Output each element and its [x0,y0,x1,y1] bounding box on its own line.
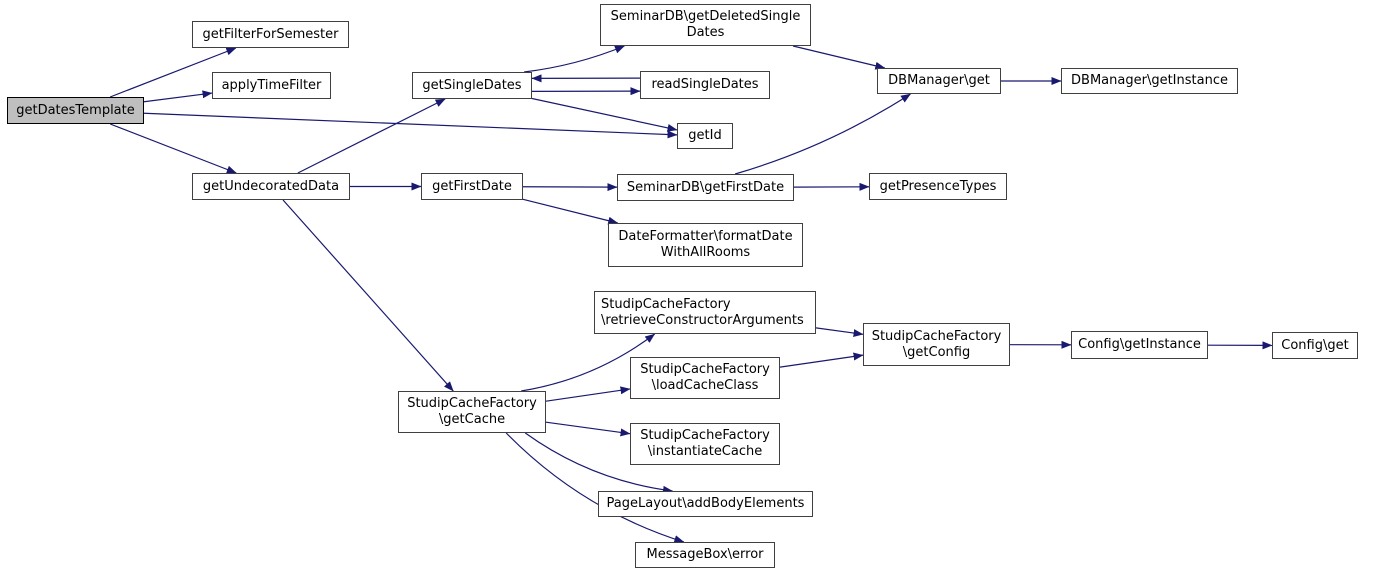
node-getId[interactable]: getId [677,123,733,149]
node-label: \getCache [438,412,506,427]
edge-studipcachefactory-getCache-to-studipcachefactory-loadCacheClass [545,386,631,402]
node-getUndecoratedData[interactable]: getUndecoratedData [192,173,350,200]
node-dbmanager-get[interactable]: DBManager\get [877,68,1001,94]
node-label: \retrieveConstructorArguments [601,312,804,328]
edge-studipcachefactory-getCache-to-studipcachefactory-retrieveConstructorArguments [521,333,656,392]
edge-seminardb-getFirstDate-to-dbmanager-get [734,93,911,175]
edge-studipcachefactory-retrieveConstructorArguments-to-studipcachefactory-getConfig [815,327,864,338]
edge-getUndecoratedData-to-studipcachefactory-getCache [282,199,454,392]
node-label: getUndecoratedData [202,178,340,194]
node-studipcachefactory-retrieveConstructorArguments[interactable]: StudipCacheFactory\retrieveConstructorAr… [594,291,816,334]
edge-getDatesTemplate-to-getUndecoratedData [110,123,237,174]
node-label: getFilterForSemester [202,26,339,42]
node-getFilterForSemester[interactable]: getFilterForSemester [192,21,349,48]
node-label: MessageBox\error [646,547,764,562]
node-label: StudipCacheFactory [601,296,731,312]
node-label: \instantiateCache [647,444,763,459]
node-label: getSingleDates [422,77,522,93]
node-label: DateFormatter\formatDate [618,229,793,244]
node-messagebox-error[interactable]: MessageBox\error [635,542,775,568]
node-label: getDatesTemplate [16,102,135,118]
node-label: getPresenceTypes [879,178,997,194]
node-label: readSingleDates [651,77,759,92]
node-studipcachefactory-getConfig[interactable]: StudipCacheFactory\getConfig [863,323,1010,366]
node-label: getId [688,128,722,143]
node-label: \loadCacheClass [651,378,759,393]
node-label: StudipCacheFactory [407,396,537,411]
node-config-getInstance[interactable]: Config\getInstance [1071,331,1208,359]
node-seminardb-getFirstDate[interactable]: SeminarDB\getFirstDate [617,174,794,201]
node-config-get[interactable]: Config\get [1272,332,1358,359]
edge-getSingleDates-to-getId [531,97,678,132]
node-getSingleDates[interactable]: getSingleDates [412,72,532,99]
node-label: Config\get [1281,337,1349,353]
node-label: \getConfig [902,344,971,360]
node-label: PageLayout\addBodyElements [606,496,805,511]
node-getPresenceTypes[interactable]: getPresenceTypes [869,173,1007,200]
edge-studipcachefactory-getCache-to-messagebox-error [505,432,685,543]
node-label: Dates [686,25,725,40]
edge-studipcachefactory-loadCacheClass-to-studipcachefactory-getConfig [779,352,864,368]
edge-getDatesTemplate-to-applyTimeFilter [143,90,213,103]
node-dbmanager-getInstance[interactable]: DBManager\getInstance [1061,68,1238,94]
node-label: StudipCacheFactory [871,328,1002,344]
edge-getFirstDate-to-dateformatter-formatDateWithAllRooms [522,198,619,225]
node-label: getFirstDate [432,178,512,194]
node-label: WithAllRooms [660,245,751,260]
node-studipcachefactory-getCache[interactable]: StudipCacheFactory\getCache [398,391,546,433]
node-label: DBManager\getInstance [1071,73,1228,88]
node-pagelayout-addBodyElements[interactable]: PageLayout\addBodyElements [598,491,813,517]
edge-getSingleDates-to-seminardb-getDeletedSingleDates [524,45,625,73]
edge-seminardb-getDeletedSingleDates-to-dbmanager-get [792,45,886,70]
node-label: applyTimeFilter [221,77,322,93]
edge-studipcachefactory-getCache-to-studipcachefactory-instantiateCache [545,421,631,437]
edge-getDatesTemplate-to-getFilterForSemester [109,47,237,98]
edge-getUndecoratedData-to-getSingleDates [297,98,446,174]
edge-studipcachefactory-getCache-to-pagelayout-addBodyElements [524,432,674,494]
node-readSingleDates[interactable]: readSingleDates [640,71,770,99]
node-label: Config\getInstance [1078,337,1201,352]
node-label: StudipCacheFactory [640,362,770,377]
node-studipcachefactory-instantiateCache[interactable]: StudipCacheFactory\instantiateCache [630,423,780,465]
node-applyTimeFilter[interactable]: applyTimeFilter [212,72,331,99]
node-studipcachefactory-loadCacheClass[interactable]: StudipCacheFactory\loadCacheClass [630,357,780,399]
node-label: DBManager\get [888,73,990,88]
node-label: SeminarDB\getFirstDate [626,179,785,195]
edge-getDatesTemplate-to-getId [143,112,678,139]
node-label: SeminarDB\getDeletedSingle [610,9,801,24]
node-label: StudipCacheFactory [640,428,770,443]
node-getDatesTemplate: getDatesTemplate [7,97,144,124]
node-getFirstDate[interactable]: getFirstDate [421,173,523,200]
